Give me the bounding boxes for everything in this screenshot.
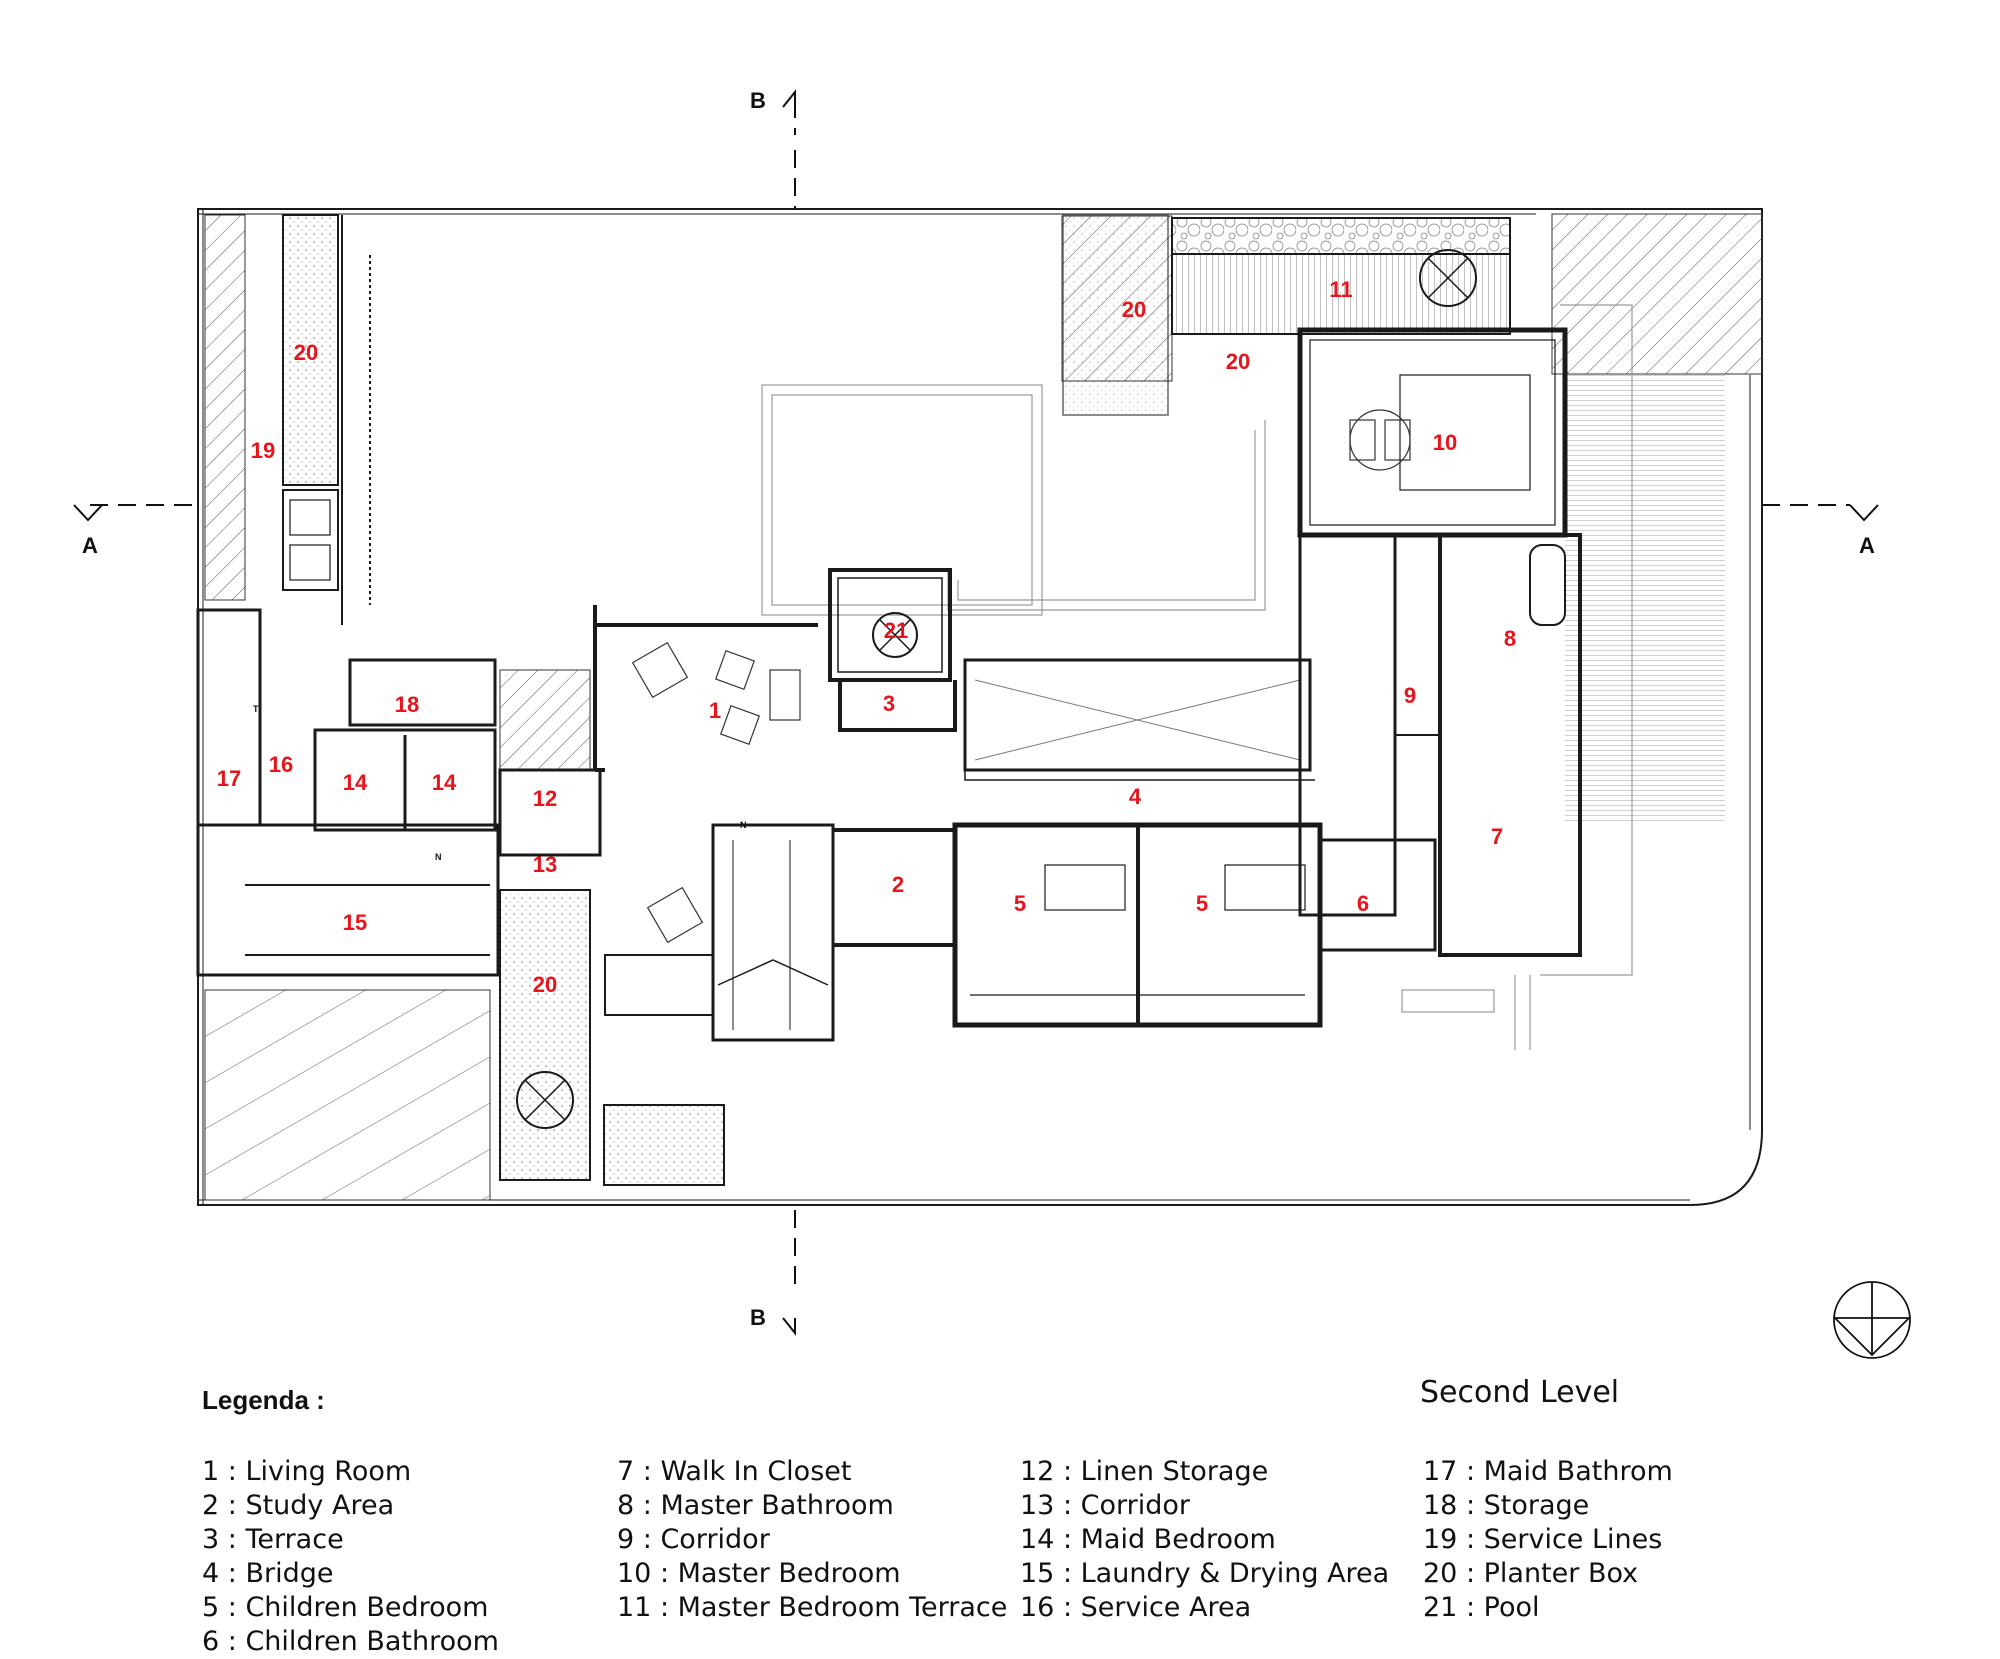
room-tag-service-area: 16: [269, 752, 293, 777]
legend-item: 21 : Pool: [1423, 1592, 1540, 1623]
legend-item: 9 : Corridor: [617, 1524, 770, 1555]
room-tag-service-lines: 19: [251, 438, 275, 463]
room-tag-planter-box-1: 20: [294, 340, 318, 365]
legend-item: 11 : Master Bedroom Terrace: [617, 1592, 1008, 1623]
legend-column-4: 17 : Maid Bathrom 18 : Storage 19 : Serv…: [1423, 1455, 1673, 1625]
room-tag-pool: 21: [884, 618, 908, 643]
legend-item: 20 : Planter Box: [1423, 1558, 1639, 1589]
level-title: Second Level: [1420, 1375, 1620, 1410]
room-tag-planter-box-3: 20: [1226, 349, 1250, 374]
room-tag-planter-box-4: 20: [533, 972, 557, 997]
section-b-bottom-label: B: [750, 1305, 766, 1330]
legend-column-3: 12 : Linen Storage 13 : Corridor 14 : Ma…: [1020, 1455, 1389, 1625]
room-tag-maid-bedroom-2: 14: [432, 770, 457, 795]
room-tag-terrace: 3: [883, 691, 895, 716]
legend-column-2: 7 : Walk In Closet 8 : Master Bathroom 9…: [617, 1455, 1007, 1625]
stair-marker-up: T: [253, 704, 259, 714]
legend-item: 18 : Storage: [1423, 1490, 1590, 1521]
legend-item: 13 : Corridor: [1020, 1490, 1190, 1521]
legend-item: 12 : Linen Storage: [1020, 1456, 1269, 1487]
void-outlines: [761, 304, 1633, 1050]
legend-item: 6 : Children Bathroom: [202, 1626, 499, 1657]
room-tag-laundry: 15: [343, 910, 367, 935]
legend-item: 16 : Service Area: [1020, 1592, 1252, 1623]
legend-item: 15 : Laundry & Drying Area: [1020, 1558, 1390, 1589]
room-tag-master-bedroom: 10: [1433, 430, 1457, 455]
room-tag-children-bedroom-1: 5: [1014, 891, 1026, 916]
furniture: [631, 409, 1411, 944]
legend-title: Legenda :: [202, 1385, 325, 1415]
legend-item: 19 : Service Lines: [1423, 1524, 1663, 1555]
planter-boxes: [282, 214, 1511, 1186]
legend-item: 7 : Walk In Closet: [617, 1456, 852, 1487]
walls: [196, 215, 1582, 1042]
stair-marker-main: N: [740, 820, 747, 830]
legend-item: 10 : Master Bedroom: [617, 1558, 901, 1589]
room-tag-children-bathroom: 6: [1357, 891, 1369, 916]
north-arrow-icon: [1832, 1281, 1912, 1359]
room-numbers: 1 2 3 4 5 5 6 7 8 9 10 11 12 13 14 14 15…: [217, 277, 1516, 997]
section-lines: [73, 89, 1879, 1336]
legend-item: 1 : Living Room: [202, 1456, 412, 1487]
room-tag-maid-bedroom-1: 14: [343, 770, 368, 795]
room-tag-study-area: 2: [892, 872, 904, 897]
legend-item: 14 : Maid Bedroom: [1020, 1524, 1276, 1555]
room-tag-corridor-service: 13: [533, 852, 557, 877]
legend-item: 4 : Bridge: [202, 1558, 334, 1589]
legend-item: 8 : Master Bathroom: [617, 1490, 894, 1521]
section-b-top-label: B: [750, 88, 766, 113]
room-tag-master-bathroom: 8: [1504, 626, 1516, 651]
legend-item: 2 : Study Area: [202, 1490, 395, 1521]
legend-item: 5 : Children Bedroom: [202, 1592, 489, 1623]
room-tag-maid-bathroom: 17: [217, 766, 241, 791]
pools: [516, 249, 1477, 1129]
section-a-right-label: A: [1859, 533, 1875, 558]
room-tag-linen-storage: 12: [533, 786, 557, 811]
legend-item: 3 : Terrace: [202, 1524, 344, 1555]
room-tag-planter-box-2: 20: [1122, 297, 1146, 322]
room-tag-storage: 18: [395, 692, 419, 717]
room-tag-bridge: 4: [1129, 784, 1142, 809]
stair-marker-service: N: [435, 852, 442, 862]
room-tag-walk-in-closet: 7: [1491, 824, 1503, 849]
legend-column-1: 1 : Living Room 2 : Study Area 3 : Terra…: [202, 1455, 499, 1659]
section-a-left-label: A: [82, 533, 98, 558]
legend-item: 17 : Maid Bathrom: [1423, 1456, 1673, 1487]
room-tag-living-room: 1: [709, 698, 721, 723]
hatched-areas: [204, 213, 1763, 1201]
room-tag-master-bedroom-terrace: 11: [1329, 277, 1352, 302]
room-tag-corridor-master: 9: [1404, 683, 1416, 708]
room-tag-children-bedroom-2: 5: [1196, 891, 1208, 916]
